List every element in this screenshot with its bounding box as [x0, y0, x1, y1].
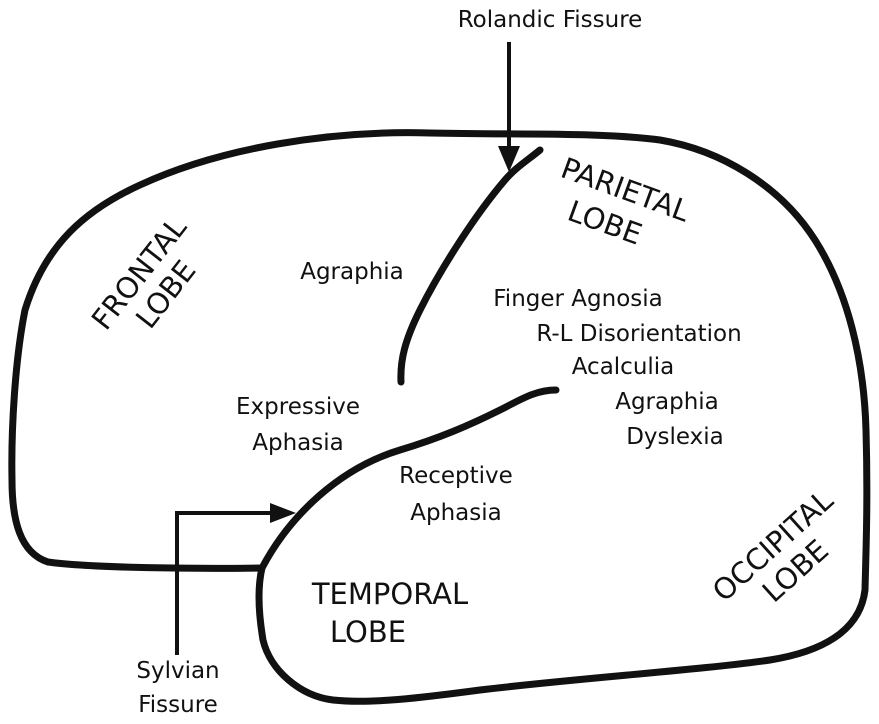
temporal-lobe-line2: LOBE	[330, 615, 406, 649]
brain-outline	[12, 133, 867, 702]
parietal-function-item: Acalculia	[572, 354, 675, 380]
receptive-aphasia-line1: Receptive	[399, 463, 513, 489]
rolandic-fissure-line	[401, 150, 540, 382]
frontal-lobe-label: FRONTAL LOBE	[85, 211, 220, 358]
expressive-aphasia-line2: Aphasia	[252, 430, 343, 456]
receptive-aphasia-line2: Aphasia	[410, 500, 501, 526]
parietal-function-item: Finger Agnosia	[493, 286, 663, 312]
parietal-lobe-label: PARIETAL LOBE	[544, 151, 695, 264]
parietal-function-item: Agraphia	[615, 389, 719, 415]
sylvian-fissure-label-line2: Fissure	[138, 692, 218, 718]
temporal-lobe-line1: TEMPORAL	[311, 577, 468, 611]
sylvian-fissure-label-line1: Sylvian	[136, 658, 219, 684]
parietal-function-item: R-L Disorientation	[536, 321, 741, 347]
parietal-function-item: Dyslexia	[626, 424, 724, 450]
frontal-agraphia-label: Agraphia	[300, 259, 404, 285]
occipital-lobe-label: OCCIPITAL LOBE	[706, 483, 863, 633]
expressive-aphasia-line1: Expressive	[236, 394, 360, 420]
rolandic-fissure-label: Rolandic Fissure	[458, 7, 643, 33]
